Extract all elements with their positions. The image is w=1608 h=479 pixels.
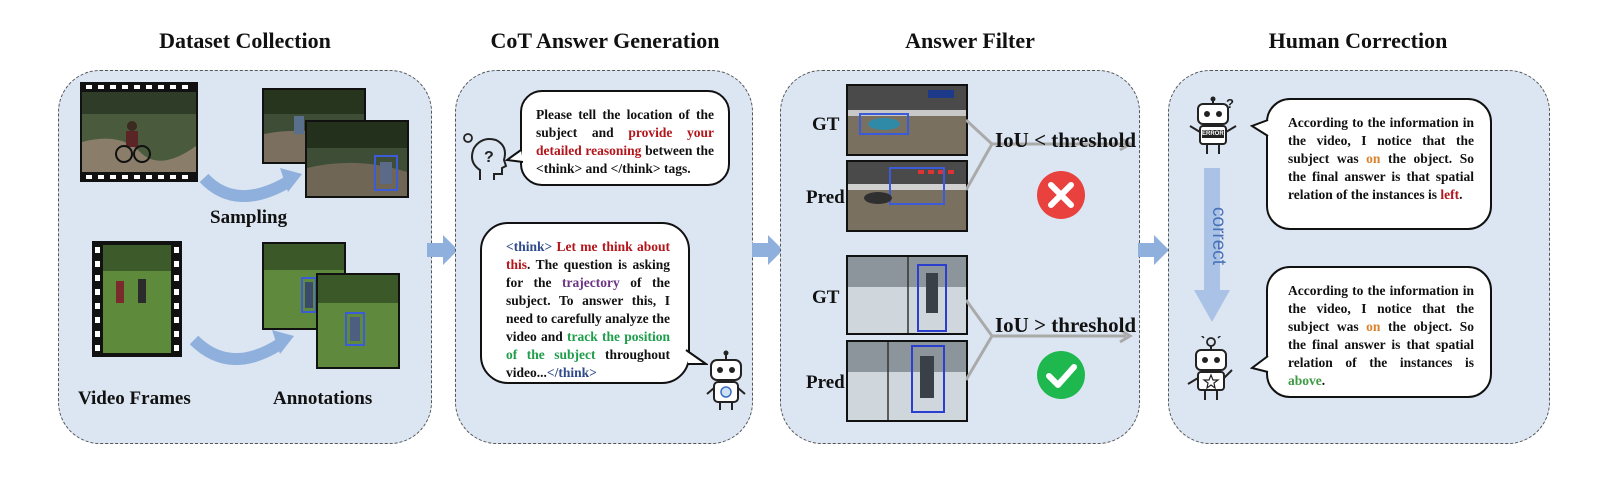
answer-highlight-2: trajectory xyxy=(562,275,620,290)
svg-text:?: ? xyxy=(484,149,494,166)
wrong-text-1: According to the information in the vide… xyxy=(1288,115,1474,166)
gt-frame-kart xyxy=(846,84,968,156)
title-human-correction: Human Correction xyxy=(1268,28,1448,53)
error-robot-icon: ? xyxy=(1189,96,1237,154)
question-text-1: Please tell the location of the subject … xyxy=(536,107,714,140)
filter-bracket-bottom xyxy=(966,299,1133,381)
right-on: on xyxy=(1366,319,1381,334)
answer-bubble-tail xyxy=(685,349,708,365)
answer-bubble: <think> Let me think about this. The que… xyxy=(480,222,690,384)
label-pred-bottom: Pred xyxy=(806,372,845,393)
answer-think-close: </think> xyxy=(546,365,597,380)
title-dataset-collection: Dataset Collection xyxy=(159,28,331,53)
right-bubble-tail xyxy=(1250,355,1269,373)
film-strip-cyclist xyxy=(80,82,198,182)
error-badge: ERROR xyxy=(1202,131,1224,137)
answer-highlight-1: Let me think about this xyxy=(506,239,670,272)
label-sampling: Sampling xyxy=(210,207,288,228)
sampled-frame-front-1 xyxy=(305,120,409,198)
label-iou-higher: IoU > threshold xyxy=(995,313,1137,337)
film-strip-soccer xyxy=(92,241,182,357)
wrong-text-2: the object. So the final answer is that … xyxy=(1288,151,1474,202)
svg-text:?: ? xyxy=(1226,96,1234,111)
filter-bracket-top xyxy=(966,118,1133,191)
annotated-frame-front-2 xyxy=(316,273,400,369)
label-correct: correct xyxy=(1208,207,1229,266)
cross-icon xyxy=(1037,171,1085,219)
thinking-person-icon: ? xyxy=(463,133,508,180)
label-iou-lower: IoU < threshold xyxy=(995,128,1137,152)
flow-arrow-1 xyxy=(427,235,458,265)
right-answer-bubble: According to the information in the vide… xyxy=(1266,266,1492,398)
flow-arrow-2 xyxy=(752,235,783,265)
question-bubble-tail xyxy=(505,149,524,163)
correct-arrow xyxy=(1194,168,1230,322)
answer-highlight-3: track the position of the subject xyxy=(506,329,670,362)
wrong-answer-bubble: According to the information in the vide… xyxy=(1266,98,1492,230)
label-gt-top: GT xyxy=(812,114,840,135)
right-period: . xyxy=(1321,373,1326,388)
answer-text-2: of the subject. To answer this, I need t… xyxy=(506,275,670,344)
gt-frame-ski xyxy=(846,255,968,335)
question-bubble: Please tell the location of the subject … xyxy=(520,90,730,186)
right-text-1: According to the information in the vide… xyxy=(1288,283,1474,334)
question-text-2: between the <think> and </think> tags. xyxy=(536,143,715,176)
right-text-2: the object. So the final answer is that … xyxy=(1288,319,1474,370)
flow-arrow-3 xyxy=(1138,235,1169,265)
answer-text-3: throughout video... xyxy=(506,347,670,380)
answer-text-1: . The question is asking for the xyxy=(506,257,670,290)
robot-icon xyxy=(706,350,746,410)
answer-think-open: <think> xyxy=(506,239,553,254)
wrong-period: . xyxy=(1459,187,1463,202)
label-annotations: Annotations xyxy=(273,388,373,409)
annotation-arrow xyxy=(189,330,294,366)
wrong-bubble-tail xyxy=(1250,119,1269,137)
label-gt-bottom: GT xyxy=(812,287,840,308)
pred-frame-kart xyxy=(846,160,968,232)
check-icon xyxy=(1037,351,1085,399)
label-video-frames: Video Frames xyxy=(78,388,191,409)
title-answer-filter: Answer Filter xyxy=(905,28,1035,53)
pred-frame-ski xyxy=(846,340,968,422)
question-highlight: provide your detailed reasoning xyxy=(536,125,714,158)
wrong-answer-value: left xyxy=(1440,187,1460,202)
title-cot-answer-generation: CoT Answer Generation xyxy=(490,28,720,53)
label-pred-top: Pred xyxy=(806,187,845,208)
idea-robot-icon xyxy=(1187,336,1233,400)
right-answer-value: above xyxy=(1288,373,1322,388)
wrong-on: on xyxy=(1366,151,1381,166)
sampling-arrow xyxy=(199,168,302,202)
